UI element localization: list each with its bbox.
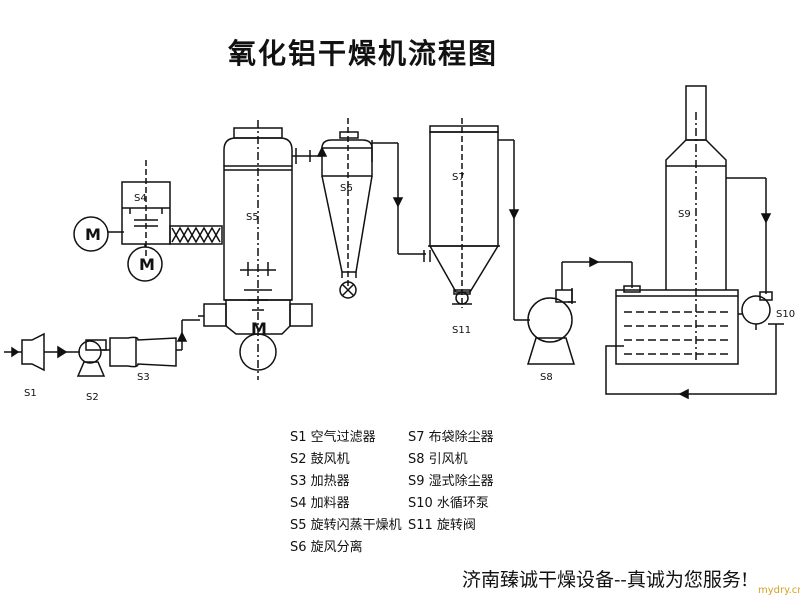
- motor-label-feeder: M: [85, 225, 101, 244]
- diagram-title: 氧化铝干燥机流程图: [228, 37, 499, 70]
- legend-item-s11: S11 旋转阀: [408, 518, 476, 533]
- legend-item-s9: S9 湿式除尘器: [408, 474, 494, 489]
- water-pump-s10: [738, 291, 773, 330]
- motor-label-feeder-drive: M: [139, 255, 155, 274]
- tag-s4: S4: [134, 193, 147, 204]
- tag-s8: S8: [540, 372, 553, 383]
- pipe-s6-to-s7: [372, 142, 426, 255]
- air-filter-s1: [4, 332, 80, 372]
- cyclone-s6: [321, 118, 373, 299]
- legend-item-s2: S2 鼓风机: [290, 452, 350, 467]
- legend-item-s7: S7 布袋除尘器: [408, 430, 494, 445]
- legend-item-s8: S8 引风机: [408, 452, 468, 467]
- site-watermark: mydry.cn: [758, 585, 800, 596]
- legend-item-s1: S1 空气过滤器: [290, 430, 376, 445]
- blower-s2: [76, 339, 107, 377]
- tag-s6: S6: [340, 183, 353, 194]
- tag-s11: S11: [452, 325, 471, 336]
- feeder-s4: [73, 160, 171, 282]
- water-return-pipe: [605, 323, 784, 400]
- company-footer: 济南臻诚干燥设备--真诚为您服务!: [462, 569, 749, 591]
- induced-fan-s8: [526, 256, 633, 365]
- tag-s7: S7: [452, 172, 465, 183]
- flash-dryer-s5: [198, 120, 313, 380]
- legend-item-s5: S5 旋转闪蒸干燥机: [290, 518, 402, 533]
- motor-label-dryer: M: [251, 319, 267, 338]
- tag-s5: S5: [246, 212, 259, 223]
- tag-s2: S2: [86, 392, 99, 403]
- tag-s9: S9: [678, 209, 691, 220]
- pipe-s7-to-s8: [508, 140, 530, 321]
- legend-item-s3: S3 加热器: [290, 474, 350, 489]
- screw-conveyor: [169, 225, 223, 245]
- tag-s10: S10: [776, 309, 795, 320]
- legend-item-s10: S10 水循环泵: [408, 496, 489, 511]
- heater-s3: [102, 319, 200, 368]
- bag-dust-collector-s7: [423, 118, 514, 308]
- legend-item-s6: S6 旋风分离: [290, 540, 363, 555]
- tag-s1: S1: [24, 388, 37, 399]
- wet-scrubber-s9: [615, 85, 772, 365]
- legend-item-s4: S4 加料器: [290, 496, 350, 511]
- tag-s3: S3: [137, 372, 150, 383]
- pipe-s5-to-s6: [310, 146, 328, 157]
